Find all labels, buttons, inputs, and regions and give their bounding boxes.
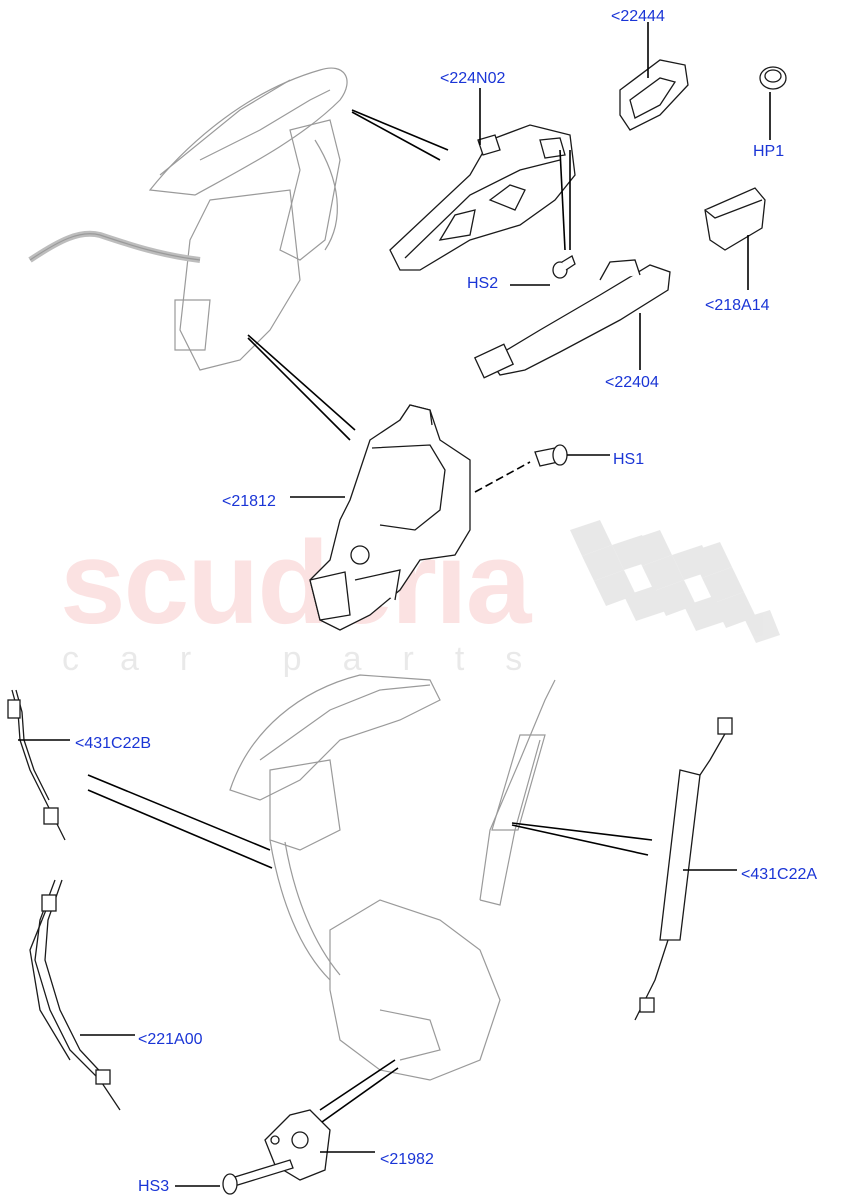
- door-latch-part: [309, 404, 471, 631]
- handle-bracket-part: [389, 124, 576, 271]
- callout-HS1[interactable]: HS1: [613, 451, 645, 468]
- plug-part: [759, 66, 787, 90]
- cable-431C22A-part: [634, 717, 733, 1021]
- callout-22404[interactable]: <22404: [605, 374, 659, 391]
- callout-431C22B[interactable]: <431C22B: [75, 735, 152, 752]
- callout-218A14[interactable]: <218A14: [705, 297, 770, 314]
- bolt-hs3-part: [222, 1159, 294, 1195]
- outer-handle-part: [473, 259, 671, 379]
- handle-escutcheon-part: [619, 59, 689, 131]
- ghost-latch-assembly-bottom: [229, 674, 556, 1081]
- screw-hs1-part: [534, 444, 568, 467]
- cable-431C22B-part: [7, 689, 66, 841]
- screw-hs2-part: [552, 255, 576, 279]
- callout-21982[interactable]: <21982: [380, 1151, 434, 1168]
- ghost-handle-assembly-top: [28, 67, 348, 371]
- callout-22444[interactable]: <22444: [611, 8, 665, 25]
- callout-HS3[interactable]: HS3: [138, 1178, 170, 1195]
- callout-431C22A[interactable]: <431C22A: [741, 866, 818, 883]
- handle-cap-part: [704, 187, 766, 251]
- watermark-flag-icon: [570, 520, 780, 643]
- callout-224N02[interactable]: <224N02: [440, 70, 506, 87]
- callout-HS2[interactable]: HS2: [467, 275, 499, 292]
- callout-21812[interactable]: <21812: [222, 493, 276, 510]
- watermark-tagline: car parts: [62, 640, 564, 678]
- callout-HP1[interactable]: HP1: [753, 143, 785, 160]
- cable-221A00-part: [29, 879, 121, 1111]
- callout-221A00[interactable]: <221A00: [138, 1031, 203, 1048]
- leader-lines: [18, 22, 771, 1187]
